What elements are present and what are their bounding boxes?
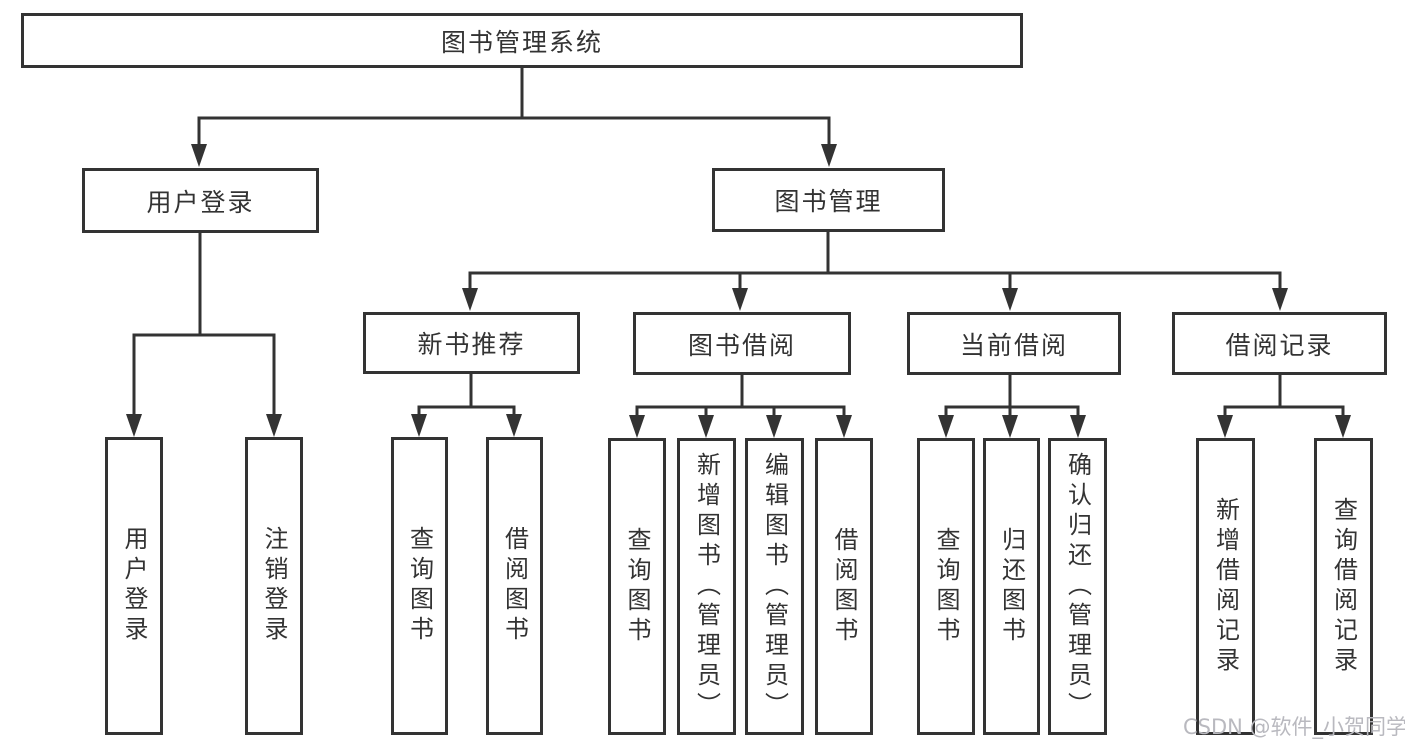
- node-root: 图书管理系统: [21, 13, 1023, 68]
- watermark: CSDN @软件_小贺同学: [1183, 715, 1405, 739]
- leaf-logout: 注销登录: [245, 437, 303, 735]
- leaf-query-book-borrow: 查询图书: [608, 438, 666, 735]
- leaf-borrow-book: 借阅图书: [815, 438, 873, 735]
- leaf-query-borrow-record: 查询借阅记录: [1314, 438, 1373, 735]
- node-borrow-records: 借阅记录: [1172, 312, 1387, 375]
- node-book-management: 图书管理: [712, 168, 945, 232]
- leaf-edit-book-admin: 编辑图书（管理员）: [745, 438, 804, 735]
- leaf-return-book: 归还图书: [983, 438, 1040, 735]
- node-current-borrow: 当前借阅: [907, 312, 1121, 375]
- node-user-login: 用户登录: [82, 168, 319, 233]
- leaf-query-book-current: 查询图书: [917, 438, 975, 735]
- leaf-user-login: 用户登录: [105, 437, 163, 735]
- leaf-borrow-book-recommend: 借阅图书: [486, 437, 543, 735]
- node-new-book-recommend: 新书推荐: [363, 312, 580, 374]
- node-book-borrow: 图书借阅: [633, 312, 851, 375]
- leaf-query-book-recommend: 查询图书: [391, 437, 448, 735]
- leaf-add-borrow-record: 新增借阅记录: [1196, 438, 1255, 735]
- leaf-confirm-return-admin: 确认归还（管理员）: [1048, 438, 1107, 735]
- leaf-add-book-admin: 新增图书（管理员）: [677, 438, 736, 735]
